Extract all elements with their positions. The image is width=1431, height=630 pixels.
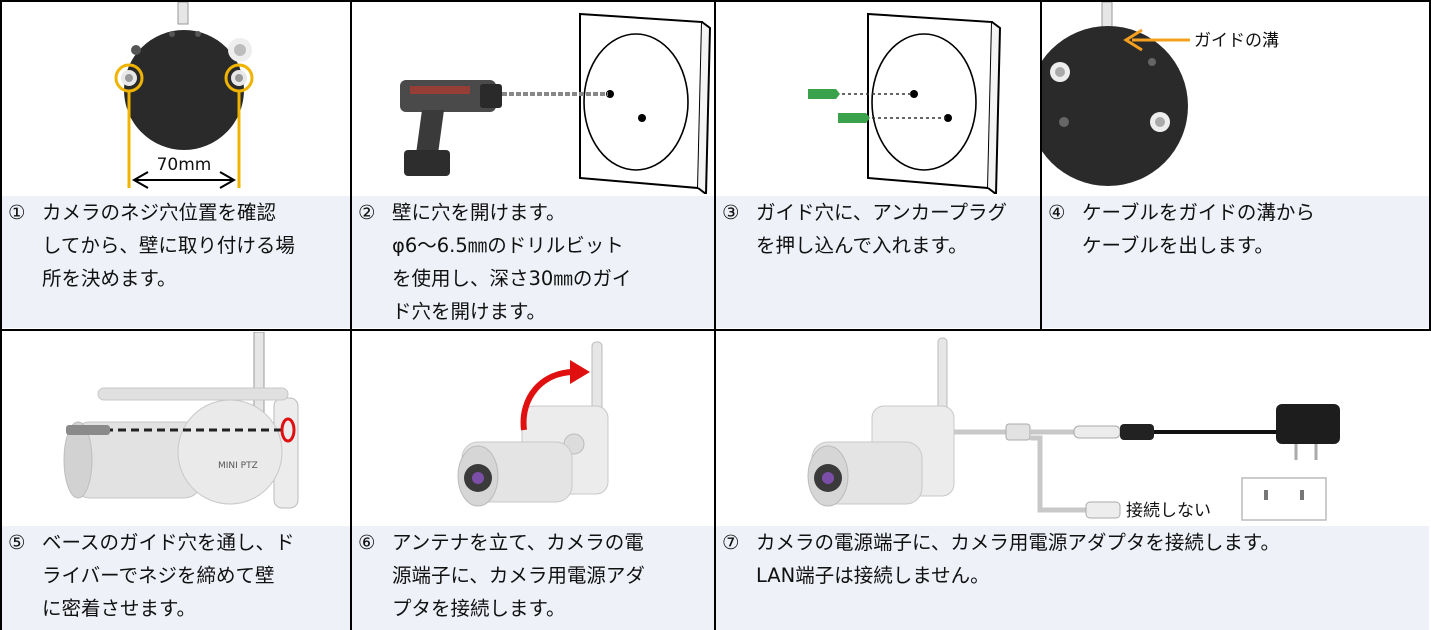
step2-illustration: [352, 2, 714, 194]
step5-illustration: MINI PTZ: [2, 332, 350, 524]
step1-caption: ① カメラのネジ穴位置を確認 してから、壁に取り付ける場 所を決めます。: [2, 196, 350, 328]
grid-line: [0, 0, 2, 630]
grid-line: [1429, 0, 1431, 330]
step-number: ④: [1048, 201, 1066, 224]
step3-illustration: [716, 2, 1040, 194]
dimension-label: 70mm: [157, 155, 212, 175]
drill-icon: [400, 80, 502, 176]
step6-caption: ⑥ アンテナを立て、カメラの電 源端子に、カメラ用電源アダ プタを接続します。: [352, 526, 714, 630]
step4-caption: ④ ケーブルをガイドの溝から ケーブルを出します。: [1042, 196, 1429, 328]
groove-label: ガイドの溝: [1194, 31, 1279, 51]
step-text: アンテナを立て、カメラの電 源端子に、カメラ用電源アダ プタを接続します。: [392, 531, 645, 620]
step-text: カメラの電源端子に、カメラ用電源アダプタを接続します。 LAN端子は接続しません…: [756, 531, 1280, 587]
step-text: ガイド穴に、アンカープラグ を押し込んで入れます。: [756, 201, 1007, 257]
rotate-arrow-icon: [520, 369, 575, 431]
step7-caption: ⑦ カメラの電源端子に、カメラ用電源アダプタを接続します。 LAN端子は接続しま…: [716, 526, 1429, 630]
power-adapter-icon: [1276, 404, 1340, 460]
step6-illustration: [352, 332, 714, 524]
step-number: ⑦: [722, 531, 740, 554]
step-text: 壁に穴を開けます。 φ6～6.5㎜のドリルビット を使用し、深さ30㎜のガイ ド…: [392, 201, 632, 323]
step3-caption: ③ ガイド穴に、アンカープラグ を押し込んで入れます。: [716, 196, 1040, 328]
step-number: ③: [722, 201, 740, 224]
step-text: ケーブルをガイドの溝から ケーブルを出します。: [1082, 201, 1315, 257]
camera-label: MINI PTZ: [218, 461, 258, 471]
screw-hole-highlight: [280, 417, 296, 443]
wall-outlet-icon: [1241, 477, 1327, 521]
step-number: ②: [358, 201, 376, 224]
anchor-plug-icon: [808, 89, 870, 123]
step-number: ⑥: [358, 531, 376, 554]
grid-line: [714, 0, 716, 630]
step-number: ①: [8, 201, 26, 224]
not-connected-label: 接続しない: [1126, 501, 1211, 521]
step5-caption: ⑤ ベースのガイド穴を通し、ド ライバーでネジを締めて壁 に密着させます。: [2, 526, 350, 630]
camera-outline-circle: [583, 33, 689, 171]
step-number: ⑤: [8, 531, 26, 554]
step4-illustration: ガイドの溝: [1042, 2, 1429, 194]
grid-line: [1040, 0, 1042, 330]
step7-illustration: 接続しない: [716, 332, 1429, 524]
step2-caption: ② 壁に穴を開けます。 φ6～6.5㎜のドリルビット を使用し、深さ30㎜のガイ…: [352, 196, 714, 328]
grid-line: [350, 0, 352, 630]
step-text: ベースのガイド穴を通し、ド ライバーでネジを締めて壁 に密着させます。: [42, 531, 295, 620]
step1-illustration: 70mm: [2, 2, 350, 194]
step-text: カメラのネジ穴位置を確認 してから、壁に取り付ける場 所を決めます。: [42, 201, 295, 290]
base-plate: [124, 30, 244, 150]
